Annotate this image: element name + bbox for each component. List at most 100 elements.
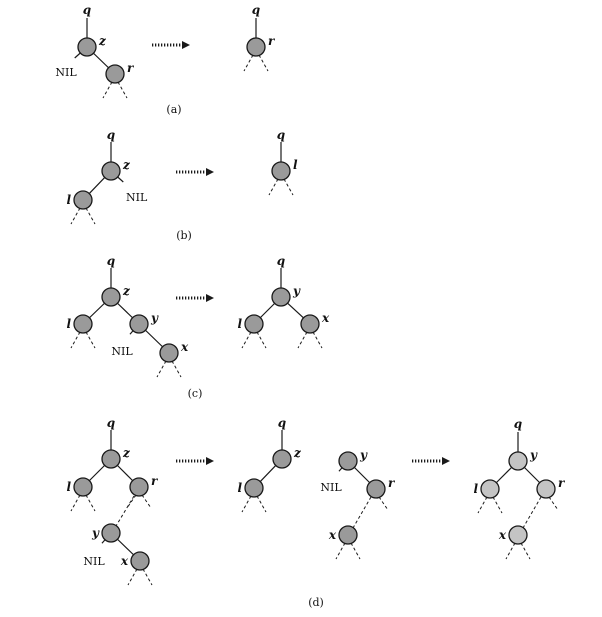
parent-label: q xyxy=(107,128,115,142)
subtree-edge xyxy=(156,360,167,378)
subtree-edge xyxy=(171,360,182,378)
dotted-arrow-icon xyxy=(182,41,190,49)
parent-label: q xyxy=(514,417,522,431)
node-label: r xyxy=(388,476,396,490)
tree-edge xyxy=(338,467,343,472)
tree-edge xyxy=(74,52,81,59)
subtree-edge xyxy=(548,496,559,511)
subtree-edge xyxy=(102,81,113,99)
subtree-edge xyxy=(127,568,138,586)
node-label: y xyxy=(529,448,538,462)
subtree-edge xyxy=(141,494,152,509)
subtree-edge xyxy=(268,178,279,196)
node-label: x xyxy=(180,340,189,354)
subtree-path xyxy=(352,496,372,529)
parent-label: q xyxy=(107,416,115,430)
dotted-arrow-icon xyxy=(442,457,450,465)
node-label: y xyxy=(150,311,159,325)
tree-edge xyxy=(88,177,106,194)
tree-edge xyxy=(145,329,163,348)
node-label: z xyxy=(98,34,107,48)
dotted-arrow-icon xyxy=(206,294,214,302)
nil-label: NIL xyxy=(320,481,342,494)
tree-edge xyxy=(89,302,105,319)
subtree-edge xyxy=(243,54,254,72)
node-label: l xyxy=(237,317,242,331)
subtree-edge xyxy=(283,178,294,196)
subtree-edge xyxy=(312,331,323,349)
tree-node xyxy=(77,37,97,57)
tree-node xyxy=(129,314,149,334)
node-label: l xyxy=(66,480,71,494)
subtree-edge xyxy=(117,81,128,99)
node-label: x xyxy=(328,528,337,542)
subtree-edge xyxy=(520,542,531,560)
tree-node xyxy=(101,449,121,469)
tree-edge xyxy=(353,466,371,484)
node-label: r xyxy=(151,474,159,488)
subtree-edge xyxy=(241,331,252,349)
parent-label: q xyxy=(277,254,285,268)
node-label: z xyxy=(122,158,131,172)
node-label: r xyxy=(127,61,135,75)
tree-node xyxy=(246,37,266,57)
node-label: l xyxy=(473,482,478,496)
tree-node xyxy=(366,479,386,499)
nil-label: NIL xyxy=(111,345,133,358)
parent-label: q xyxy=(107,254,115,268)
subtree-edge xyxy=(256,495,267,513)
subtree-edge xyxy=(85,331,96,349)
subtree-edge xyxy=(477,496,488,514)
node-label: y xyxy=(359,448,368,462)
subtree-edge xyxy=(70,331,81,349)
tree-edge xyxy=(129,330,134,335)
node-label: l xyxy=(293,158,298,172)
panel-caption: (b) xyxy=(176,229,192,242)
subtree-edge xyxy=(85,494,96,512)
tree-edge xyxy=(101,539,106,544)
node-label: y xyxy=(292,284,301,298)
node-label: l xyxy=(66,317,71,331)
tree-node xyxy=(300,314,320,334)
tree-node xyxy=(244,314,264,334)
tree-edge xyxy=(287,302,304,319)
tree-node xyxy=(73,477,93,497)
panel-caption: (c) xyxy=(188,387,203,400)
tree-node xyxy=(130,551,150,571)
node-label: x xyxy=(120,554,129,568)
tree-edge xyxy=(88,464,106,482)
tree-node xyxy=(338,525,358,545)
subtree-edge xyxy=(335,542,346,560)
subtree-edge xyxy=(297,331,308,349)
subtree-path xyxy=(115,495,135,527)
tree-node xyxy=(272,449,292,469)
subtree-path xyxy=(522,496,542,529)
node-label: r xyxy=(558,476,566,490)
tree-node xyxy=(101,523,121,543)
tree-node xyxy=(338,451,358,471)
subtree-edge xyxy=(85,207,96,225)
nil-label: NIL xyxy=(55,66,77,79)
subtree-edge xyxy=(492,496,503,514)
nil-label: NIL xyxy=(126,191,148,204)
tree-node xyxy=(480,479,500,499)
tree-node xyxy=(101,287,121,307)
subtree-edge xyxy=(70,207,81,225)
subtree-edge xyxy=(258,54,269,72)
tree-node xyxy=(508,525,528,545)
tree-node xyxy=(159,343,179,363)
tree-node xyxy=(536,479,556,499)
nil-label: NIL xyxy=(83,555,105,568)
node-label: y xyxy=(91,526,100,540)
node-label: x xyxy=(498,528,507,542)
tree-node xyxy=(73,314,93,334)
subtree-edge xyxy=(350,542,361,560)
panel-caption: (d) xyxy=(308,596,324,609)
tree-edge xyxy=(116,464,134,482)
node-label: l xyxy=(66,193,71,207)
tree-edge xyxy=(495,466,513,484)
tree-node xyxy=(101,161,121,181)
node-label: l xyxy=(237,481,242,495)
tree-edge xyxy=(259,302,276,319)
